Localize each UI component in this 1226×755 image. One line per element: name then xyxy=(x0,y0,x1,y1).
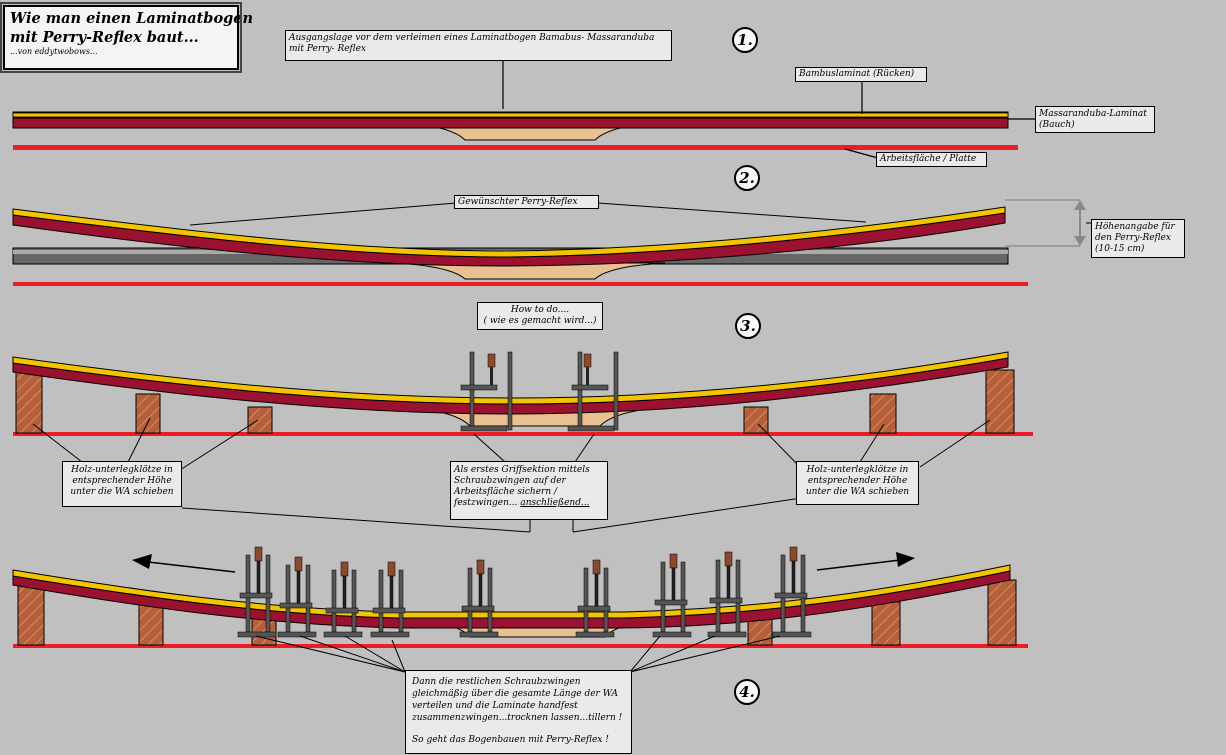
label-bambus: Bambuslaminat (Rücken) xyxy=(795,67,927,82)
label-ausgangslage: Ausgangslage vor dem verleimen eines Lam… xyxy=(285,30,672,61)
author: ...von eddytwobows... xyxy=(10,47,98,56)
worktop xyxy=(13,145,1018,150)
step1-figure xyxy=(12,60,1035,159)
label-holz-left: Holz-unterlegklötze in entsprechender Hö… xyxy=(62,461,182,507)
title-line1: Wie man einen Laminatbogen xyxy=(10,10,254,27)
label-dann: Dann die restlichen Schraubzwingen gleic… xyxy=(405,670,632,754)
clamp xyxy=(567,351,619,432)
title-box: Wie man einen Laminatbogen mit Perry-Ref… xyxy=(0,2,254,73)
title-line2: mit Perry-Reflex baut... xyxy=(10,29,199,46)
label-howto: How to do.... ( wie es gemacht wird...) xyxy=(477,302,603,330)
clamp xyxy=(460,351,513,432)
step4-clamps xyxy=(237,546,812,638)
step4-leaders xyxy=(255,635,781,673)
bamboo-laminate xyxy=(12,112,1009,118)
step-number-3: 3. xyxy=(735,313,761,339)
label-holz-right: Holz-unterlegklötze in entsprechender Hö… xyxy=(796,461,919,505)
step3-figure xyxy=(12,351,1033,533)
step-number-2: 2. xyxy=(734,165,760,191)
step-number-4: 4. xyxy=(734,679,760,705)
step-number-1: 1. xyxy=(732,27,758,53)
step2-figure xyxy=(12,199,1092,286)
label-hoehenangabe: Höhenangabe für den Perry-Reflex (10-15 … xyxy=(1091,219,1185,258)
step4-figure xyxy=(12,552,1028,648)
label-arbeitsflaeche: Arbeitsfläche / Platte xyxy=(876,152,987,167)
wood-block xyxy=(15,371,43,434)
label-massaranduba: Massaranduba-Laminat (Bauch) xyxy=(1035,106,1155,133)
label-gewuenschter-reflex: Gewünschter Perry-Reflex xyxy=(454,195,599,209)
label-griffsektion: Als erstes Griffsektion mittels Schraubz… xyxy=(450,461,608,520)
